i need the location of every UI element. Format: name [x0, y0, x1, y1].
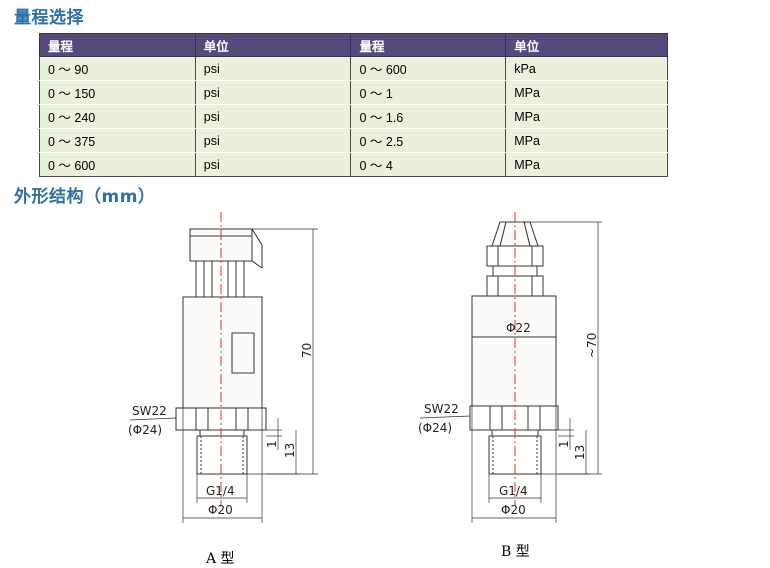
wrench-size-a: SW22 — [132, 404, 167, 418]
table-cell: MPa — [505, 128, 668, 153]
step-length-a: 1 — [265, 440, 279, 448]
caption-type-a: A 型 — [206, 551, 235, 567]
sensor-b-drawing — [419, 212, 602, 523]
connector-neck-a — [195, 260, 245, 298]
table-cell: 0 ～ 1 — [350, 80, 507, 105]
thread-length-b: 13 — [573, 445, 587, 460]
thread-size-a: G1/4 — [206, 484, 235, 498]
table-row: 0 ～ 240 psi 0 ～ 1.6 MPa — [39, 104, 668, 129]
thread-size-b: G1/4 — [499, 484, 528, 498]
wrench-size-b: SW22 — [424, 402, 459, 416]
table-header-row: 量程 单位 量程 单位 — [39, 33, 668, 57]
table-cell: 0 ～ 2.5 — [350, 128, 507, 153]
hex-diameter-a: (Φ24) — [128, 423, 162, 437]
step-length-b: 1 — [557, 440, 571, 448]
base-diameter-a: Φ20 — [208, 503, 233, 517]
table-cell: psi — [194, 56, 352, 81]
step-a — [199, 429, 245, 437]
table-cell: 0 ～ 150 — [39, 80, 196, 105]
table-cell: MPa — [505, 152, 668, 177]
table-cell: 0 ～ 90 — [39, 56, 196, 81]
body-diameter-b: Φ22 — [506, 321, 531, 335]
header-unit-2: 单位 — [505, 33, 668, 57]
range-selection-heading: 量程选择 — [14, 8, 84, 28]
table-cell: MPa — [505, 104, 668, 129]
base-diameter-b: Φ20 — [501, 503, 526, 517]
caption-type-b: B 型 — [501, 544, 530, 560]
table-cell: psi — [194, 152, 352, 177]
thread-length-a: 13 — [283, 443, 297, 458]
thread-a — [196, 435, 248, 475]
overall-length-b: ~70 — [585, 333, 599, 358]
table-cell: psi — [194, 104, 352, 129]
table-cell: 0 ～ 4 — [350, 152, 507, 177]
hex-diameter-b: (Φ24) — [418, 421, 452, 435]
sensor-a-drawing — [129, 212, 318, 523]
table-cell: psi — [194, 80, 352, 105]
table-cell: 0 ～ 600 — [350, 56, 507, 81]
table-cell: 0 ～ 600 — [39, 152, 196, 177]
label-window-a — [231, 332, 255, 374]
table-cell: MPa — [505, 80, 668, 105]
body-b — [471, 295, 557, 407]
header-range-2: 量程 — [350, 33, 507, 57]
table-row: 0 ～ 150 psi 0 ～ 1 MPa — [39, 80, 668, 105]
header-range-1: 量程 — [39, 33, 196, 57]
body-a — [182, 296, 263, 409]
overall-length-a: 70 — [300, 343, 314, 358]
table-cell: 0 ～ 1.6 — [350, 104, 507, 129]
table-row: 0 ～ 600 psi 0 ～ 4 MPa — [39, 152, 668, 177]
hex-nut-b — [469, 405, 559, 431]
table-row: 0 ～ 90 psi 0 ～ 600 kPa — [39, 56, 668, 81]
header-unit-1: 单位 — [194, 33, 352, 57]
range-table: 量程 单位 量程 单位 0 ～ 90 psi 0 ～ 600 kPa 0 ～ 1… — [39, 33, 668, 177]
table-cell: 0 ～ 375 — [39, 128, 196, 153]
table-cell: kPa — [505, 56, 668, 81]
table-row: 0 ～ 375 psi 0 ～ 2.5 MPa — [39, 128, 668, 153]
dimensions-heading: 外形结构（mm） — [14, 187, 156, 207]
